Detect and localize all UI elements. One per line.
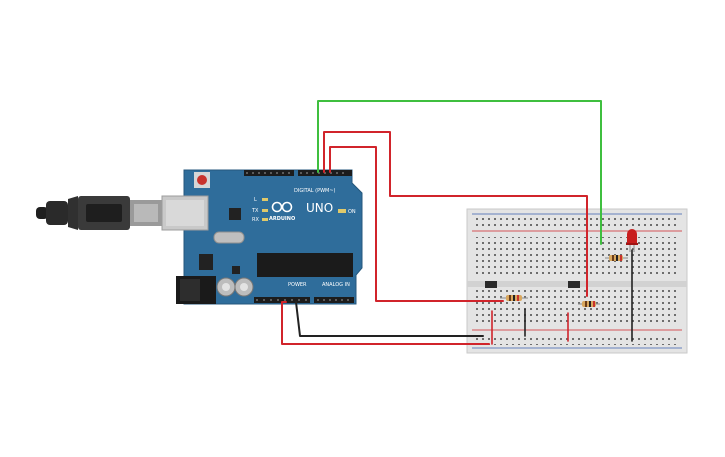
led-icon[interactable] bbox=[626, 229, 638, 252]
wire-green[interactable] bbox=[317, 100, 602, 245]
wire-red-digital-1[interactable] bbox=[323, 131, 588, 297]
analog-label: ANALOG IN bbox=[322, 282, 350, 288]
resistor-icon[interactable] bbox=[578, 301, 600, 307]
l-label: L bbox=[254, 197, 257, 203]
power-label: POWER bbox=[288, 282, 307, 288]
reset-button-icon[interactable] bbox=[194, 172, 210, 188]
resistor-icon[interactable] bbox=[500, 295, 528, 301]
analog-header bbox=[314, 297, 354, 303]
brand-label: ARDUINO bbox=[269, 216, 295, 222]
crystal bbox=[213, 231, 245, 244]
pushbutton-icon[interactable] bbox=[568, 281, 580, 288]
digital-label: DIGITAL (PWM~) bbox=[294, 188, 336, 194]
power-header bbox=[254, 297, 310, 303]
resistor-icon[interactable] bbox=[605, 255, 628, 261]
on-label: ON bbox=[348, 209, 356, 215]
atmega-chip bbox=[257, 253, 353, 277]
pushbutton-icon[interactable] bbox=[485, 281, 497, 288]
breadboard[interactable] bbox=[466, 208, 688, 354]
model-label: UNO bbox=[306, 201, 333, 215]
arduino-logo-icon bbox=[271, 201, 293, 213]
wire-red-5v[interactable] bbox=[281, 301, 490, 345]
usb-cable-icon[interactable] bbox=[36, 196, 162, 230]
wire-black-gnd[interactable] bbox=[295, 301, 484, 337]
digital-header-left bbox=[244, 170, 294, 176]
tx-label: TX bbox=[251, 208, 259, 214]
wire-red-digital-2[interactable] bbox=[329, 146, 504, 302]
arduino-uno-board[interactable]: L TX RX ON DIGITAL (PWM~) ARDUINO UNO PO… bbox=[161, 169, 363, 305]
rx-label: RX bbox=[252, 217, 259, 223]
